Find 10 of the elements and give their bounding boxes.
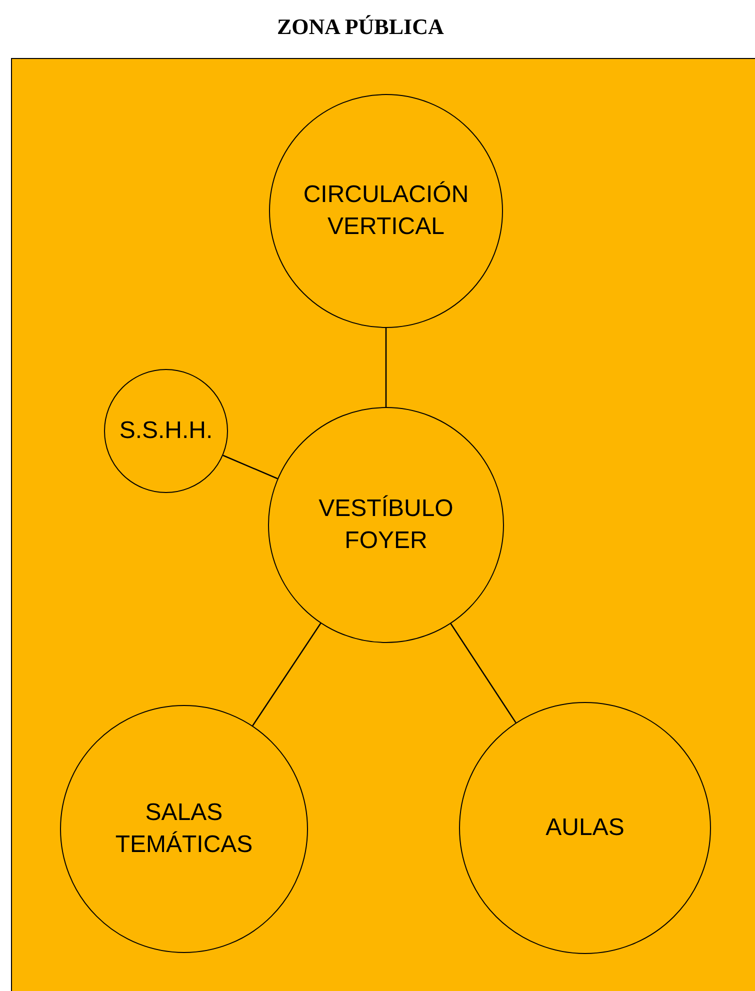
connector-line — [252, 622, 322, 726]
space-label: SALAS TEMÁTICAS — [114, 798, 254, 860]
connector-line — [450, 623, 516, 724]
connector-line — [222, 454, 278, 480]
zone-title: ZONA PÚBLICA — [277, 13, 444, 41]
connector-line — [385, 328, 387, 407]
space-label: CIRCULACIÓN VERTICAL — [302, 180, 470, 242]
space-label: AULAS — [544, 813, 626, 843]
space-label: S.S.H.H. — [118, 416, 214, 446]
space-label: VESTÍBULO FOYER — [318, 494, 454, 556]
